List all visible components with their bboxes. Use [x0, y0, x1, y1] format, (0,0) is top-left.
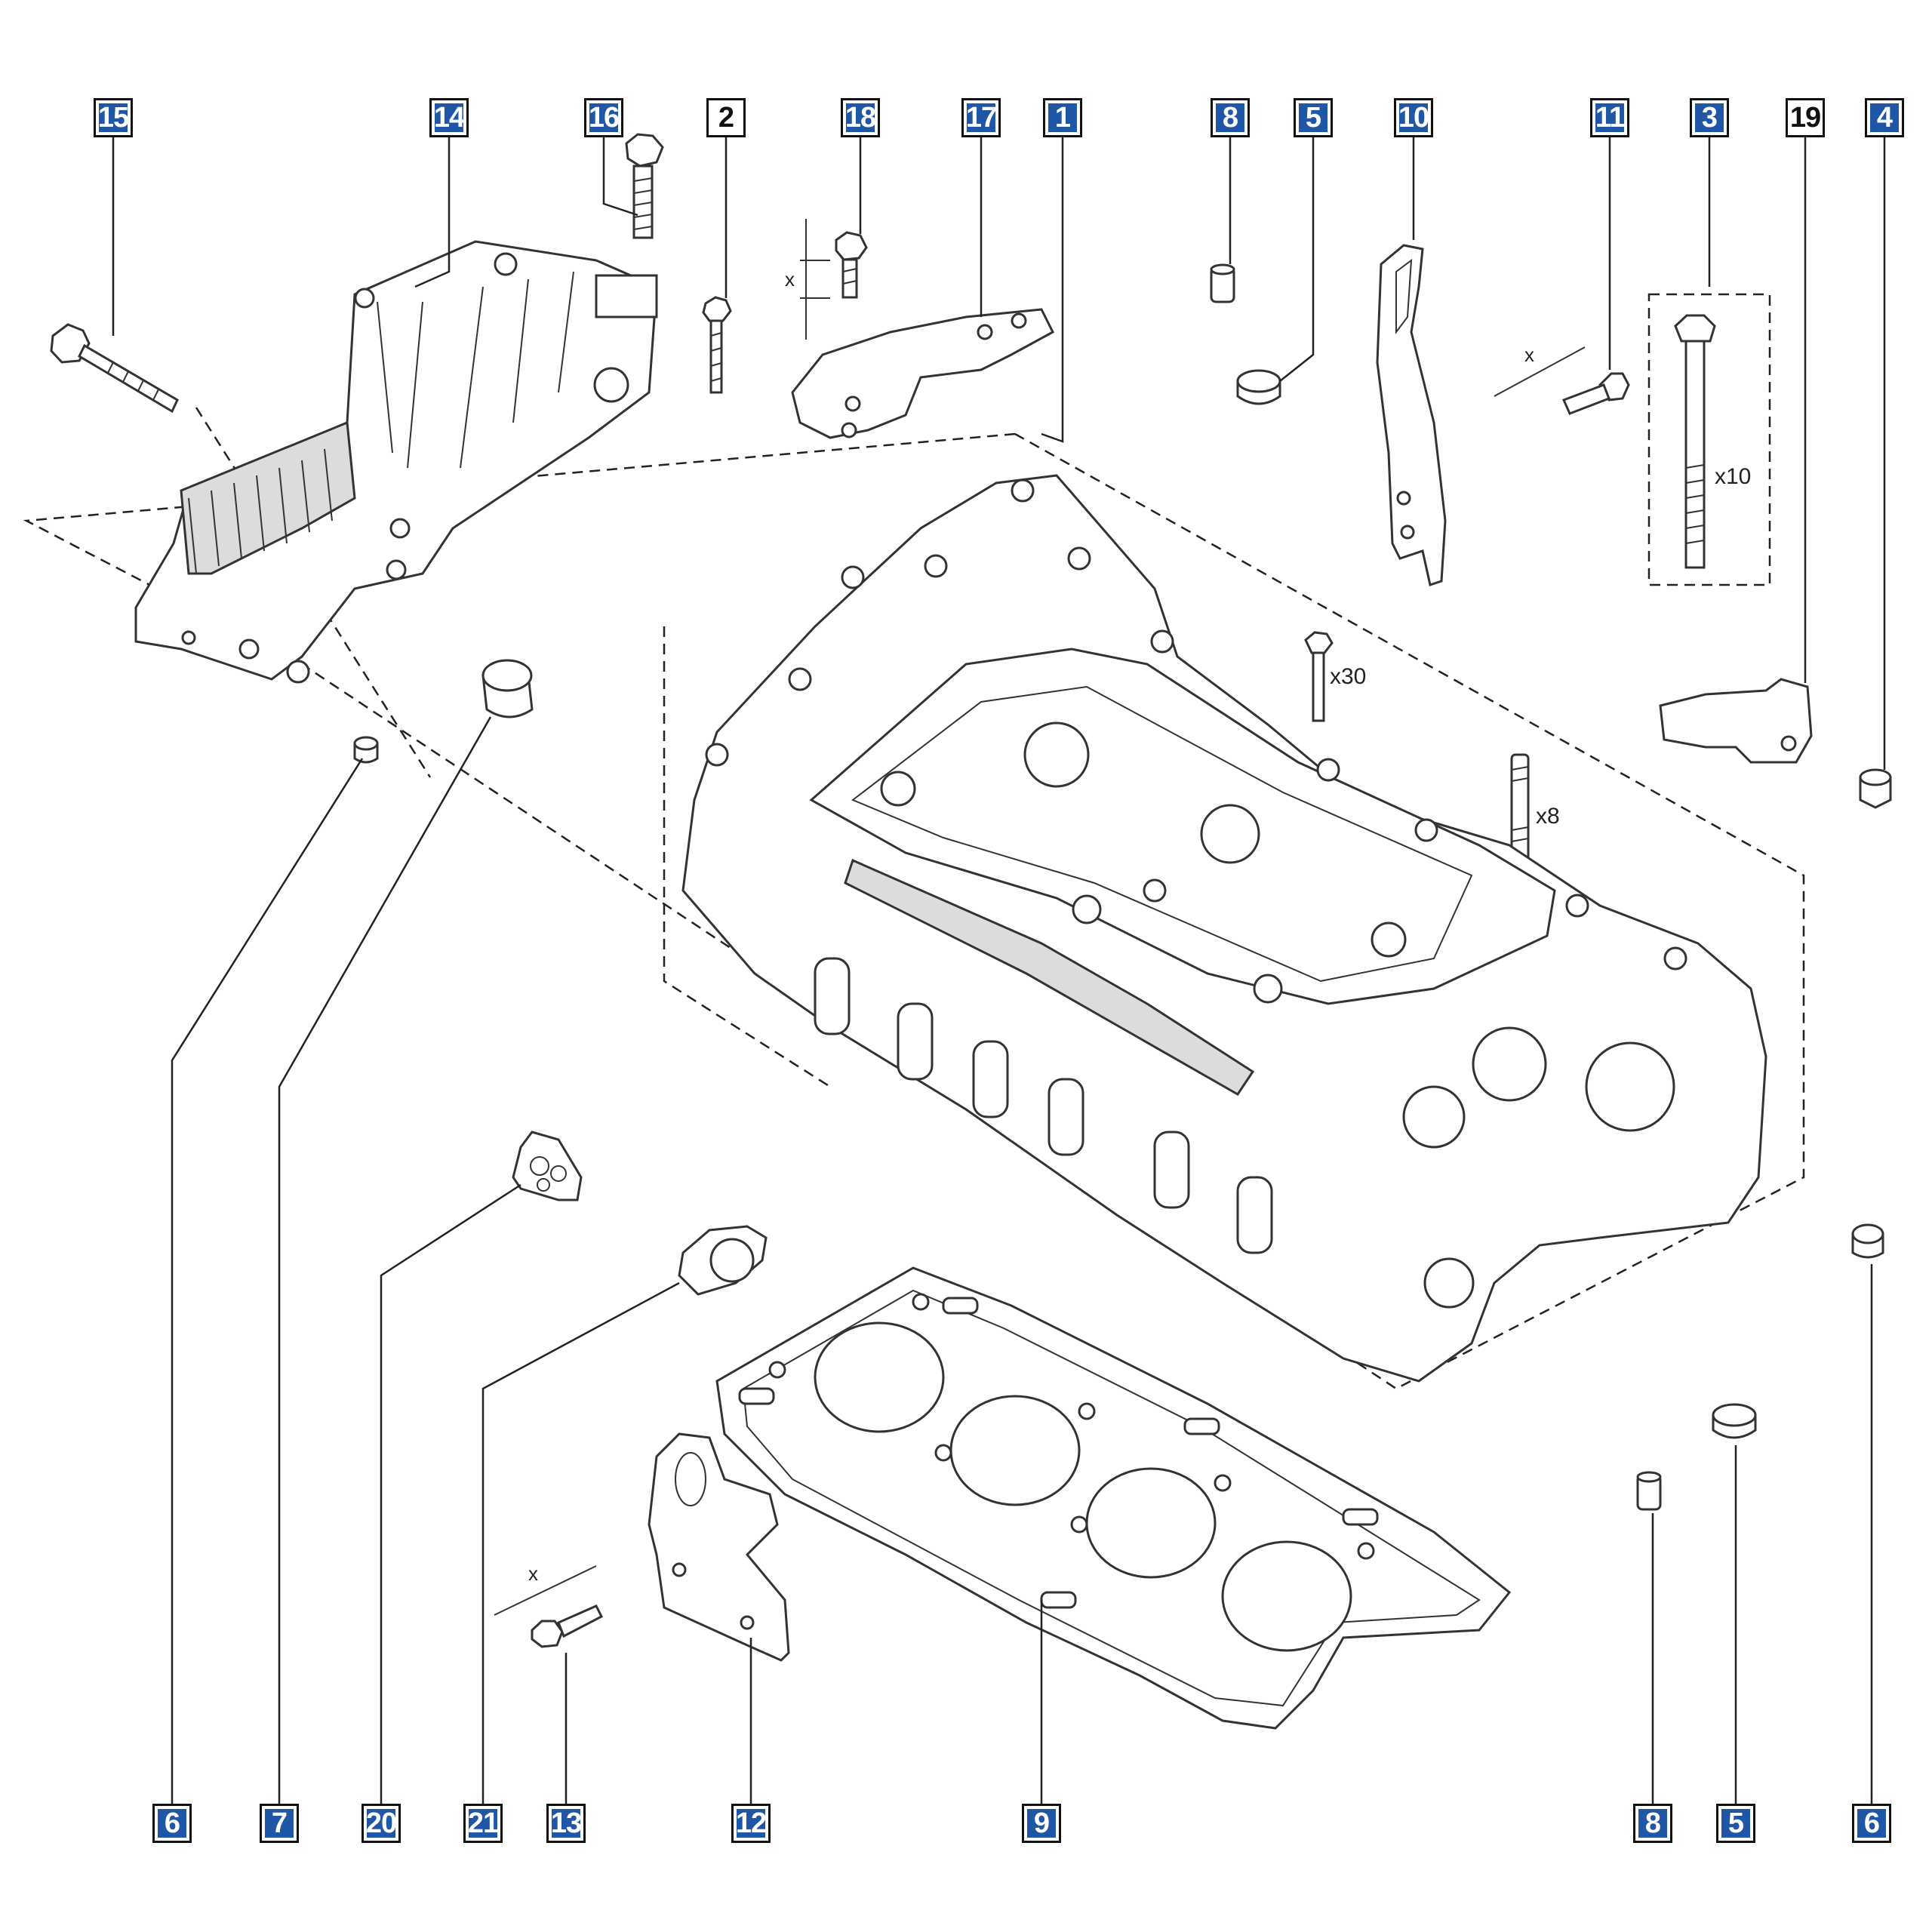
callout-10: 10 — [1394, 98, 1433, 137]
callout-5-bottom: 5 — [1716, 1804, 1755, 1843]
plug-5-top — [1236, 369, 1281, 405]
qty-studs: x8 — [1536, 804, 1560, 829]
cylinder-head — [681, 474, 1767, 1383]
dowel-8-bottom — [1636, 1471, 1662, 1511]
plug-5-bottom — [1712, 1403, 1757, 1439]
callout-18: 18 — [841, 98, 880, 137]
head-gasket — [715, 1266, 1512, 1730]
nut-4 — [1859, 768, 1892, 809]
dimension-markers — [494, 219, 1586, 1616]
callout-7: 7 — [260, 1804, 299, 1843]
head-bolt-3 — [1647, 293, 1771, 586]
plug-7 — [481, 659, 534, 718]
callout-8-top: 8 — [1211, 98, 1250, 137]
engine-mount-bracket — [134, 240, 658, 684]
callout-6-bottom-right: 6 — [1852, 1804, 1891, 1843]
lifting-bracket-10 — [1376, 244, 1447, 586]
dim-x-bolt-18: x — [785, 268, 795, 291]
bolt-11 — [1561, 372, 1630, 415]
callout-14: 14 — [429, 98, 469, 137]
callout-15: 15 — [94, 98, 133, 137]
callout-5-top: 5 — [1294, 98, 1333, 137]
cap-screw — [1304, 631, 1334, 722]
cover-21 — [678, 1225, 768, 1296]
bracket-19 — [1659, 678, 1813, 764]
callout-1: 1 — [1043, 98, 1082, 137]
callout-13: 13 — [546, 1804, 586, 1843]
stud — [1510, 753, 1530, 862]
plug-6-right — [1851, 1223, 1884, 1259]
dowel-8-top — [1210, 263, 1235, 303]
callout-2: 2 — [706, 98, 746, 137]
callout-19: 19 — [1786, 98, 1825, 137]
bolt-13 — [531, 1604, 604, 1648]
bolt-18 — [835, 231, 868, 299]
cover-20 — [512, 1131, 583, 1201]
dim-x-bolt-13: x — [528, 1562, 538, 1585]
callout-16: 16 — [584, 98, 623, 137]
dowel-6-left — [353, 736, 379, 764]
callout-6-bottom-left: 6 — [152, 1804, 192, 1843]
bolt-2 — [702, 296, 732, 394]
callout-20: 20 — [361, 1804, 401, 1843]
qty-cap-screws: x30 — [1330, 664, 1367, 689]
callout-21: 21 — [463, 1804, 503, 1843]
callout-11: 11 — [1590, 98, 1629, 137]
dim-x-bolt-11: x — [1524, 343, 1534, 366]
bracket-12 — [648, 1432, 790, 1662]
bolt-15 — [50, 323, 179, 414]
callout-12: 12 — [731, 1804, 771, 1843]
callout-9: 9 — [1022, 1804, 1061, 1843]
callout-3: 3 — [1690, 98, 1729, 137]
callout-4: 4 — [1865, 98, 1904, 137]
bracket-17 — [791, 308, 1054, 439]
callout-17: 17 — [961, 98, 1001, 137]
qty-head-bolts: x10 — [1715, 464, 1752, 489]
callout-8-bottom: 8 — [1633, 1804, 1672, 1843]
bolt-16 — [625, 133, 664, 239]
leader-lines — [112, 137, 1886, 1804]
